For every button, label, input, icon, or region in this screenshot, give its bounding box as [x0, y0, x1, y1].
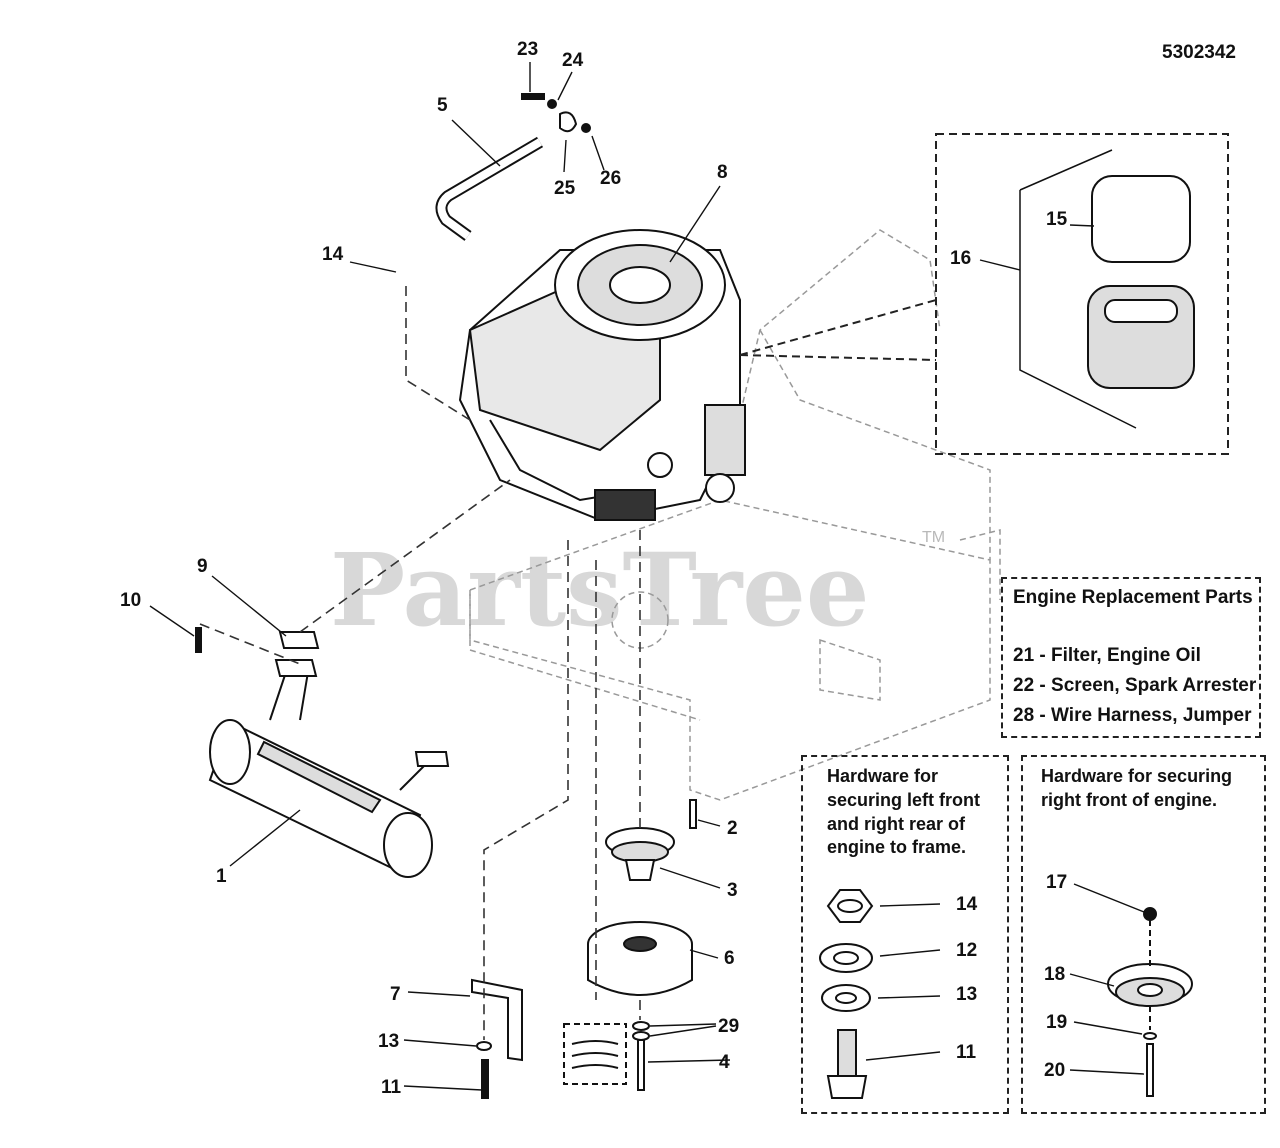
- watermark-tm: TM: [922, 529, 945, 546]
- hardware-left-title-line: Hardware for: [827, 766, 939, 786]
- callout-4: 4: [719, 1052, 730, 1073]
- assembly-lines: [199, 286, 641, 1040]
- replacement-part-28: 28 - Wire Harness, Jumper: [1013, 705, 1252, 726]
- replacement-part-21: 21 - Filter, Engine Oil: [1013, 645, 1201, 666]
- replacement-parts-box: Engine Replacement Parts 21 - Filter, En…: [1001, 577, 1261, 738]
- air-filter-leader: [739, 299, 937, 361]
- hardware-left-box: Hardware for securing left front and rig…: [801, 755, 1009, 1114]
- callout-14: 14: [322, 244, 344, 265]
- hw-right-label-17: 17: [1046, 872, 1067, 893]
- hw-left-label-11: 11: [956, 1042, 977, 1063]
- hardware-right-title: Hardware for securing right front of eng…: [1041, 765, 1232, 813]
- callout-10: 10: [120, 590, 141, 611]
- hw-right-label-19: 19: [1046, 1012, 1067, 1033]
- hardware-left-title-line: securing left front: [827, 789, 981, 810]
- callout-23: 23: [517, 39, 538, 60]
- replacement-parts-title: Engine Replacement Parts: [1013, 587, 1253, 608]
- hardware-right-title-line: right front of engine.: [1041, 789, 1217, 810]
- watermark-text: PartsTree: [330, 531, 870, 649]
- replacement-part-22: 22 - Screen, Spark Arrester: [1013, 675, 1257, 696]
- hardware-right-box: Hardware for securing right front of eng…: [1021, 755, 1266, 1114]
- callout-8: 8: [717, 162, 728, 183]
- callout-1: 1: [216, 866, 227, 887]
- callout-11: 11: [381, 1077, 402, 1098]
- hardware-left-title-line: and right rear of: [827, 813, 966, 834]
- hardware-left-title-line: engine to frame.: [827, 837, 967, 858]
- lower-parts: [471, 799, 697, 1099]
- hw-left-label-12: 12: [956, 940, 977, 961]
- hw-left-label-14: 14: [956, 894, 978, 915]
- callout-25: 25: [554, 178, 576, 199]
- callout-9: 9: [197, 556, 208, 577]
- callout-13: 13: [378, 1031, 399, 1052]
- air-filter-parts: [1019, 149, 1195, 429]
- oil-drain-hose: [435, 93, 591, 241]
- hw-right-label-20: 20: [1044, 1060, 1065, 1081]
- callout-2: 2: [727, 818, 738, 839]
- hardware-left-parts: [819, 889, 874, 1099]
- callout-26: 26: [600, 168, 621, 189]
- engine-illustration: [458, 229, 746, 522]
- hw-right-label-18: 18: [1044, 964, 1065, 985]
- hardware-left-title: Hardware for securing left front and rig…: [827, 765, 980, 860]
- callout-6: 6: [724, 948, 735, 969]
- leader-lines: [149, 62, 1145, 1091]
- callout-24: 24: [562, 50, 584, 71]
- callout-5: 5: [437, 95, 448, 116]
- muffler: [208, 659, 433, 878]
- callout-16: 16: [950, 248, 971, 269]
- callout-15: 15: [1046, 209, 1068, 230]
- gaskets: [195, 627, 450, 767]
- air-filter-inset-box: [935, 133, 1229, 455]
- hw-left-label-13: 13: [956, 984, 977, 1005]
- callout-3: 3: [727, 880, 738, 901]
- drawing-number: 5302342: [1162, 42, 1236, 63]
- hardware-right-title-line: Hardware for securing: [1041, 766, 1233, 786]
- callout-7: 7: [390, 984, 401, 1005]
- callout-29: 29: [718, 1016, 739, 1037]
